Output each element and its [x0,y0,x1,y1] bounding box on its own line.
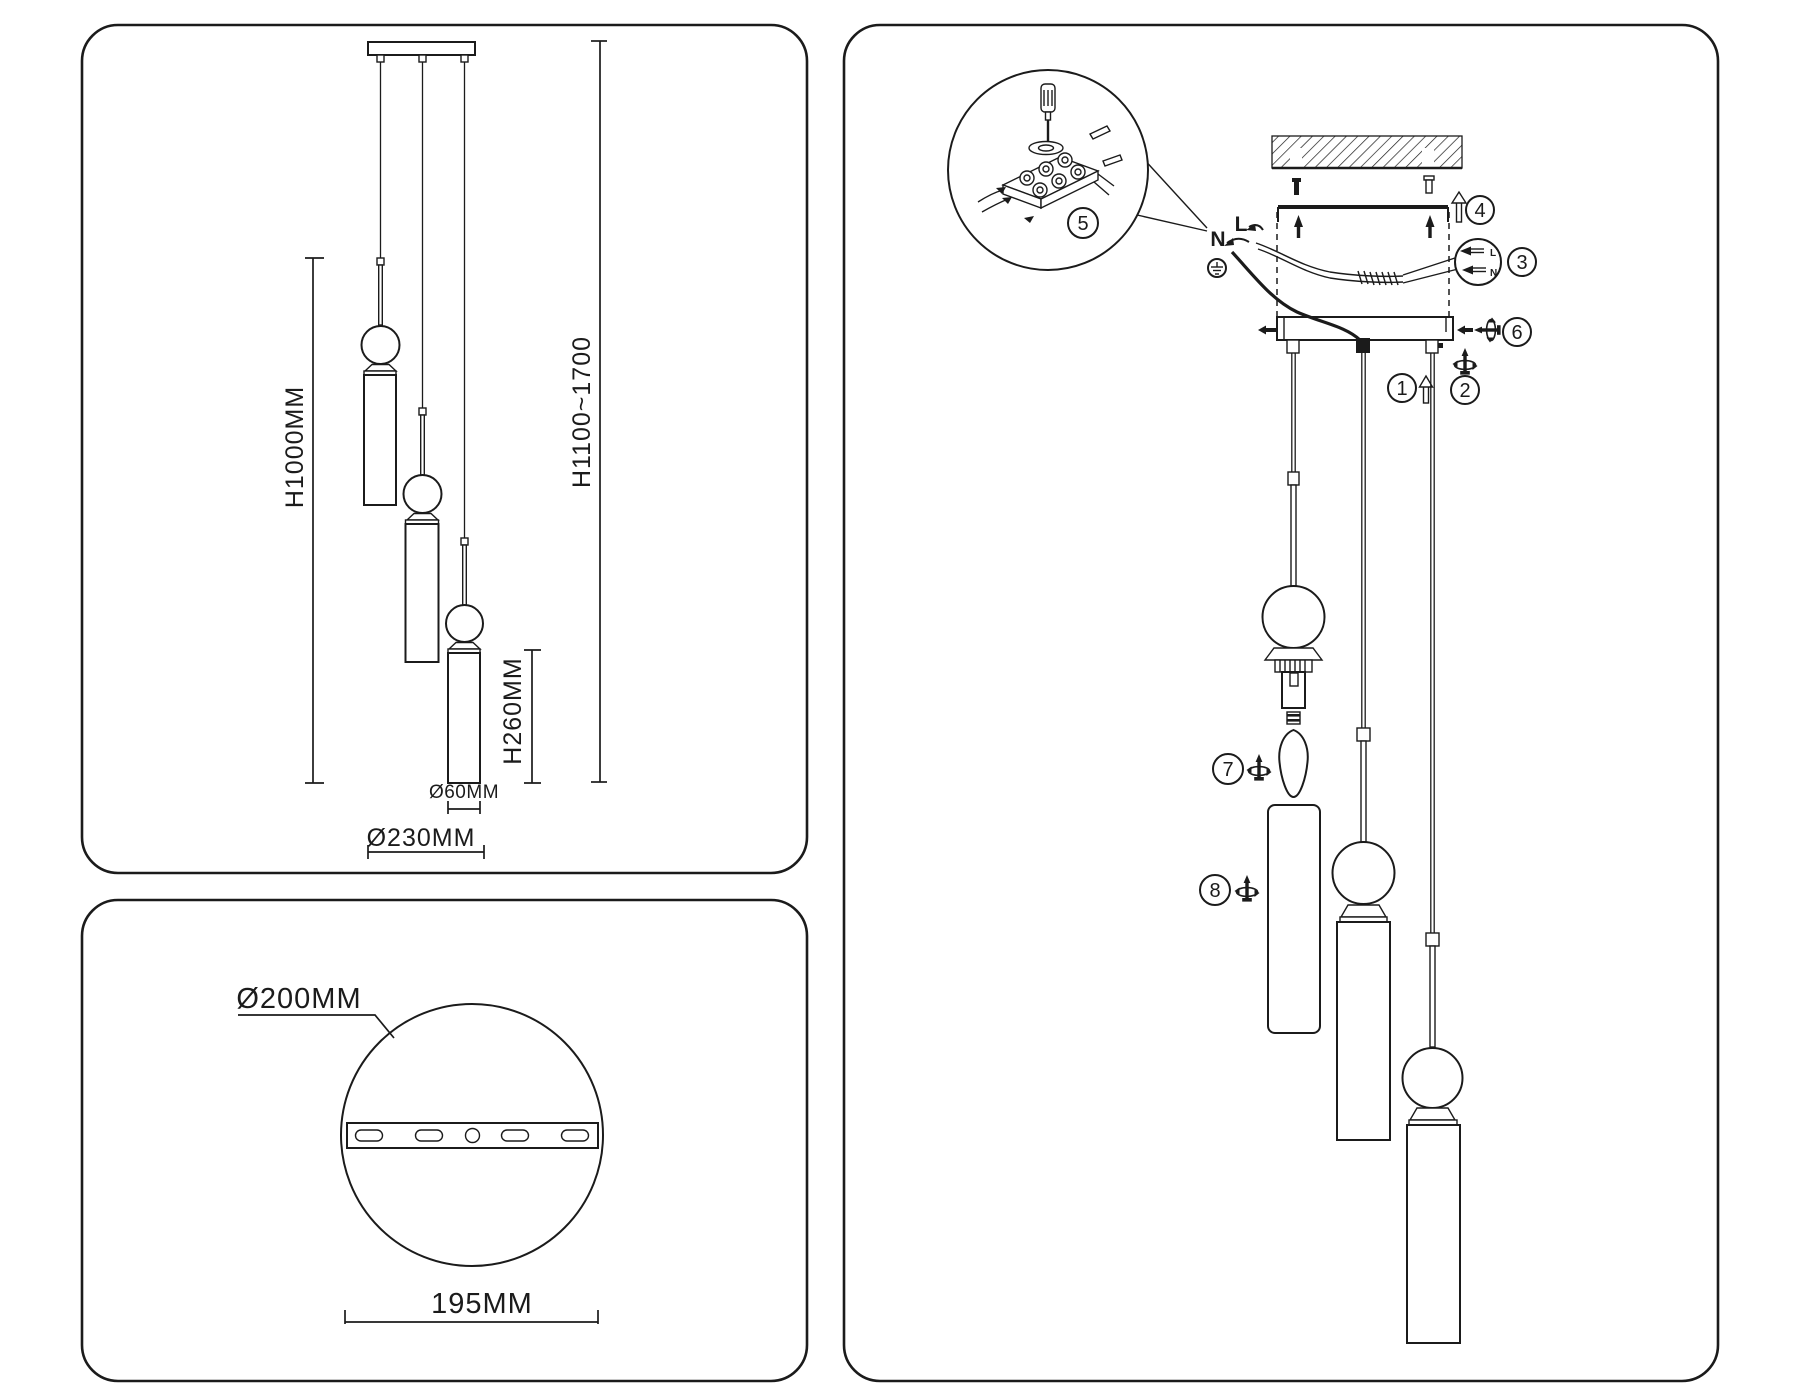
panel-side-view-border [80,23,809,875]
slot-4 [560,1129,590,1142]
install-cords [1291,353,1435,933]
dim-dia-shade: Ø60MM [429,782,499,814]
arrow-left-canopy [1258,325,1276,335]
terminal-detail-circle: 5 [947,69,1208,271]
outline-arrow-1 [1089,125,1111,140]
callout-1: 1 [1387,373,1417,403]
label-live: L [1235,213,1248,236]
side-view-pendant-2 [402,407,443,663]
label-dia-shade: Ø60MM [429,782,499,803]
ceiling-screw-right [1423,175,1435,194]
label-height-shade: H260MM [499,657,527,764]
terminal-block-icon [977,125,1123,223]
svg-text:5: 5 [1077,213,1088,235]
mounting-bracket [1277,205,1449,238]
svg-text:1: 1 [1396,378,1407,400]
screwdriver-icon [1040,83,1056,150]
panel-top-view: Ø200MM 195MM [80,898,809,1383]
dim-height-overall: H1100~1700 [568,40,607,783]
glass-shade [1267,804,1321,1034]
anchor-spike-left [1294,215,1303,238]
clip-detail-circle: L N [1454,238,1502,286]
install-pendant-middle [1331,727,1396,1141]
canopy-body [1276,316,1454,341]
svg-text:8: 8 [1209,880,1220,902]
clip-leader-1 [1402,256,1459,276]
live-wire [1230,250,1362,342]
side-view-canopy [367,41,476,63]
svg-text:7: 7 [1222,759,1233,781]
ceiling [1271,135,1463,170]
svg-text:6: 6 [1511,322,1522,344]
clip-leader-2 [1402,268,1459,284]
slot-2 [414,1129,444,1142]
callout-7: 7 [1212,753,1244,785]
slot-3 [500,1129,530,1142]
wire-hook-l [1248,224,1264,231]
callout-5: 5 [1067,207,1099,239]
clip-label-live: L [1490,248,1496,259]
dim-dia-spread: Ø230MM [367,824,485,859]
dim-height-shade: H260MM [499,649,541,784]
mounting-bar [346,1122,599,1149]
clip-label-neutral: N [1490,268,1497,279]
socket-flange [1263,647,1324,661]
side-view-pendant-3 [445,537,484,784]
wire-sleeve [1357,270,1399,286]
label-height-overall: H1100~1700 [568,336,596,488]
bulb-icon [1278,711,1309,799]
arrow-right-canopy [1457,325,1473,335]
socket-thread [1274,659,1313,673]
dim-dia-canopy: Ø200MM [236,983,395,1039]
panel-installation: 4 [842,23,1720,1383]
label-dia-spread: Ø230MM [367,824,476,852]
panel-side-view: H1000MM H1100~1700 H260MM Ø60MM Ø230MM [80,23,809,875]
svg-text:2: 2 [1459,380,1470,402]
label-neutral: N [1210,228,1225,251]
anchor-spike-right [1425,215,1435,238]
svg-text:4: 4 [1474,200,1485,222]
arrow-up-step1 [1418,374,1434,404]
arrow-up-step4 [1450,190,1468,223]
label-bracket-length: 195MM [431,1288,533,1320]
washer-icon [1028,140,1064,156]
ground-icon [1207,258,1227,278]
dim-bracket-length: 195MM [344,1288,599,1324]
cord-glands [1286,338,1443,354]
install-pendant-right [1401,932,1464,1344]
callout-3: 3 [1507,247,1537,277]
outline-arrow-2 [1102,154,1123,167]
callout-2: 2 [1450,375,1480,405]
slot-1 [354,1129,384,1142]
socket-body [1281,671,1306,709]
center-hole [464,1127,481,1144]
callout-6: 6 [1502,317,1532,347]
install-pendant-left [1261,471,1326,1034]
label-height-pendant: H1000MM [281,386,309,508]
mains-wires [1224,224,1404,342]
callout-8: 8 [1199,874,1231,906]
callout-4: 4 [1465,195,1495,225]
ceiling-screw-left [1292,178,1301,195]
label-dia-canopy: Ø200MM [236,983,361,1015]
side-view-pendant-1 [360,257,401,506]
svg-text:3: 3 [1516,252,1527,274]
dim-height-pendant: H1000MM [281,257,324,784]
